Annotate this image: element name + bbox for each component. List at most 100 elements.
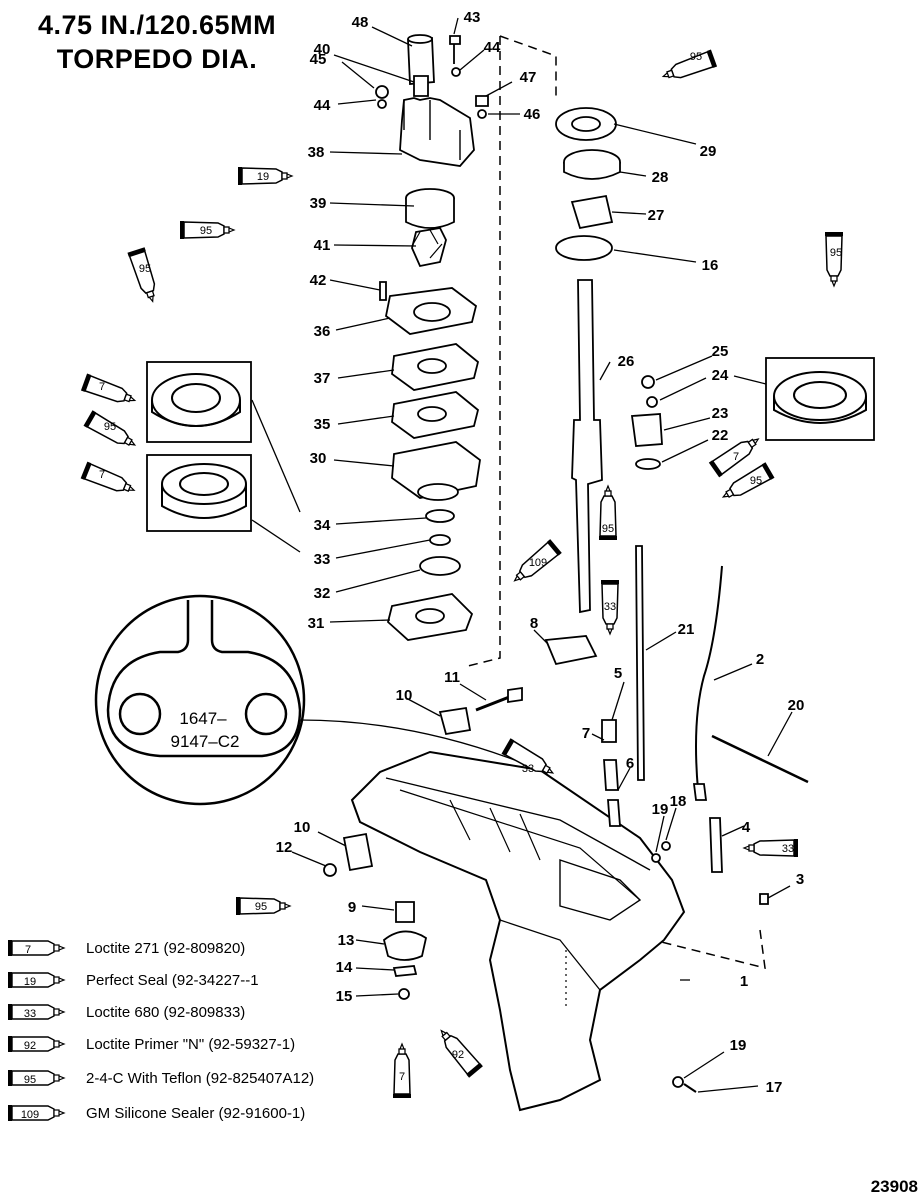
callout-13: 13	[338, 932, 355, 949]
tube-label: 7	[733, 451, 739, 463]
callout-19-lower: 19	[730, 1037, 747, 1054]
legend-text: Loctite Primer "N" (92-59327-1)	[86, 1036, 295, 1053]
legend-text: Perfect Seal (92-34227--1	[86, 972, 259, 989]
callout-14: 14	[336, 959, 353, 976]
sealant-legend: 7 Loctite 271 (92-809820) 19 Perfect Sea…	[7, 939, 314, 1122]
callout-44-right: 44	[484, 39, 501, 56]
callout-27: 27	[648, 207, 665, 224]
tube-label: 95	[750, 475, 762, 487]
leader-lines	[251, 17, 793, 1093]
tube-95-upper-left	[126, 246, 162, 305]
callout-15: 15	[336, 988, 353, 1005]
tube-label: 95	[139, 263, 151, 275]
callout-22: 22	[712, 427, 729, 444]
callout-26: 26	[618, 353, 635, 370]
tube-7-a	[80, 372, 139, 410]
callout-40: 40	[314, 41, 331, 58]
callout-43: 43	[464, 9, 481, 26]
legend-row: 95 2-4-C With Teflon (92-825407A12)	[7, 1069, 314, 1087]
callout-9: 9	[348, 899, 356, 916]
bearing-detail-box-right	[765, 357, 875, 441]
callout-30: 30	[310, 450, 327, 467]
callout-42: 42	[310, 272, 327, 289]
callout-28: 28	[652, 169, 669, 186]
casting-code-line-2: 9147–C2	[170, 732, 239, 751]
legend-text: GM Silicone Sealer (92-91600-1)	[86, 1105, 305, 1122]
tube-label: 95	[830, 247, 842, 259]
callout-16: 16	[702, 257, 719, 274]
gear-housing	[350, 750, 686, 1112]
callout-11: 11	[444, 669, 460, 686]
legend-row: 33 Loctite 680 (92-809833)	[7, 1003, 245, 1021]
tube-label: 7	[99, 469, 105, 481]
callout-25: 25	[712, 343, 729, 360]
legend-code: 95	[24, 1074, 36, 1086]
tube-label: 109	[529, 557, 547, 569]
legend-code: 109	[21, 1109, 39, 1121]
legend-code: 7	[25, 944, 31, 956]
tube-label: 95	[602, 523, 614, 535]
callout-10-upper: 10	[396, 687, 413, 704]
callout-48: 48	[352, 14, 369, 31]
legend-code: 92	[24, 1040, 36, 1052]
callout-39: 39	[310, 195, 327, 212]
tube-label: 95	[104, 421, 116, 433]
callout-19-upper: 19	[652, 801, 669, 818]
callout-41: 41	[314, 237, 331, 254]
callout-10-lower: 10	[294, 819, 311, 836]
callout-34: 34	[314, 517, 331, 534]
legend-row: 7 Loctite 271 (92-809820)	[7, 939, 245, 957]
tube-label: 92	[452, 1049, 464, 1061]
callout-33: 33	[314, 551, 331, 568]
callout-21: 21	[678, 621, 695, 638]
tube-label: 33	[782, 843, 794, 855]
bearing-detail-box-lower	[146, 454, 252, 532]
callout-numbers: 48 40 45 44 38 39 41 42 36 37 35 30 34 3…	[276, 9, 805, 1096]
tube-label: 7	[399, 1071, 405, 1083]
casting-code-line-1: 1647–	[179, 709, 227, 728]
callout-18: 18	[670, 793, 687, 810]
callout-23: 23	[712, 405, 729, 422]
tube-label: 95	[690, 51, 702, 63]
callout-5: 5	[614, 665, 622, 682]
title-line-1: 4.75 IN./120.65MM	[37, 10, 277, 40]
callout-37: 37	[314, 370, 331, 387]
callout-3: 3	[796, 871, 804, 888]
legend-row: 92 Loctite Primer "N" (92-59327-1)	[7, 1035, 295, 1053]
tube-label: 33	[522, 763, 534, 775]
legend-row: 109 GM Silicone Sealer (92-91600-1)	[7, 1104, 305, 1122]
diagram-title: 4.75 IN./120.65MM TORPEDO DIA.	[22, 8, 292, 76]
callout-12: 12	[276, 839, 293, 856]
callout-6: 6	[626, 755, 634, 772]
legend-text: 2-4-C With Teflon (92-825407A12)	[86, 1070, 314, 1087]
tube-label: 7	[99, 381, 105, 393]
callout-46: 46	[524, 106, 541, 123]
tube-label: 33	[604, 601, 616, 613]
callout-20: 20	[788, 697, 805, 714]
callout-44-left: 44	[314, 97, 331, 114]
callout-24: 24	[712, 367, 729, 384]
callout-2: 2	[756, 651, 764, 668]
callout-45: 45	[310, 51, 327, 68]
driveshaft-column	[323, 107, 809, 1093]
legend-code: 19	[24, 976, 36, 988]
callout-36: 36	[314, 323, 331, 340]
tube-95-right	[824, 231, 844, 287]
callout-4: 4	[742, 819, 751, 836]
tube-95-top-right	[659, 48, 718, 86]
callout-38: 38	[308, 144, 325, 161]
tube-7-b	[79, 460, 139, 500]
tube-label: 95	[255, 901, 267, 913]
callout-35: 35	[314, 416, 331, 433]
bearing-detail-box-upper	[146, 361, 252, 443]
callout-7: 7	[582, 725, 590, 742]
legend-text: Loctite 680 (92-809833)	[86, 1004, 245, 1021]
legend-text: Loctite 271 (92-809820)	[86, 940, 245, 957]
callout-29: 29	[700, 143, 717, 160]
tube-label: 95	[200, 225, 212, 237]
water-pump-stack	[375, 34, 489, 641]
figure-number: 23908	[871, 1177, 918, 1196]
callout-8: 8	[530, 615, 538, 632]
title-line-2: TORPEDO DIA.	[56, 44, 258, 74]
legend-row: 19 Perfect Seal (92-34227--1	[7, 971, 259, 989]
